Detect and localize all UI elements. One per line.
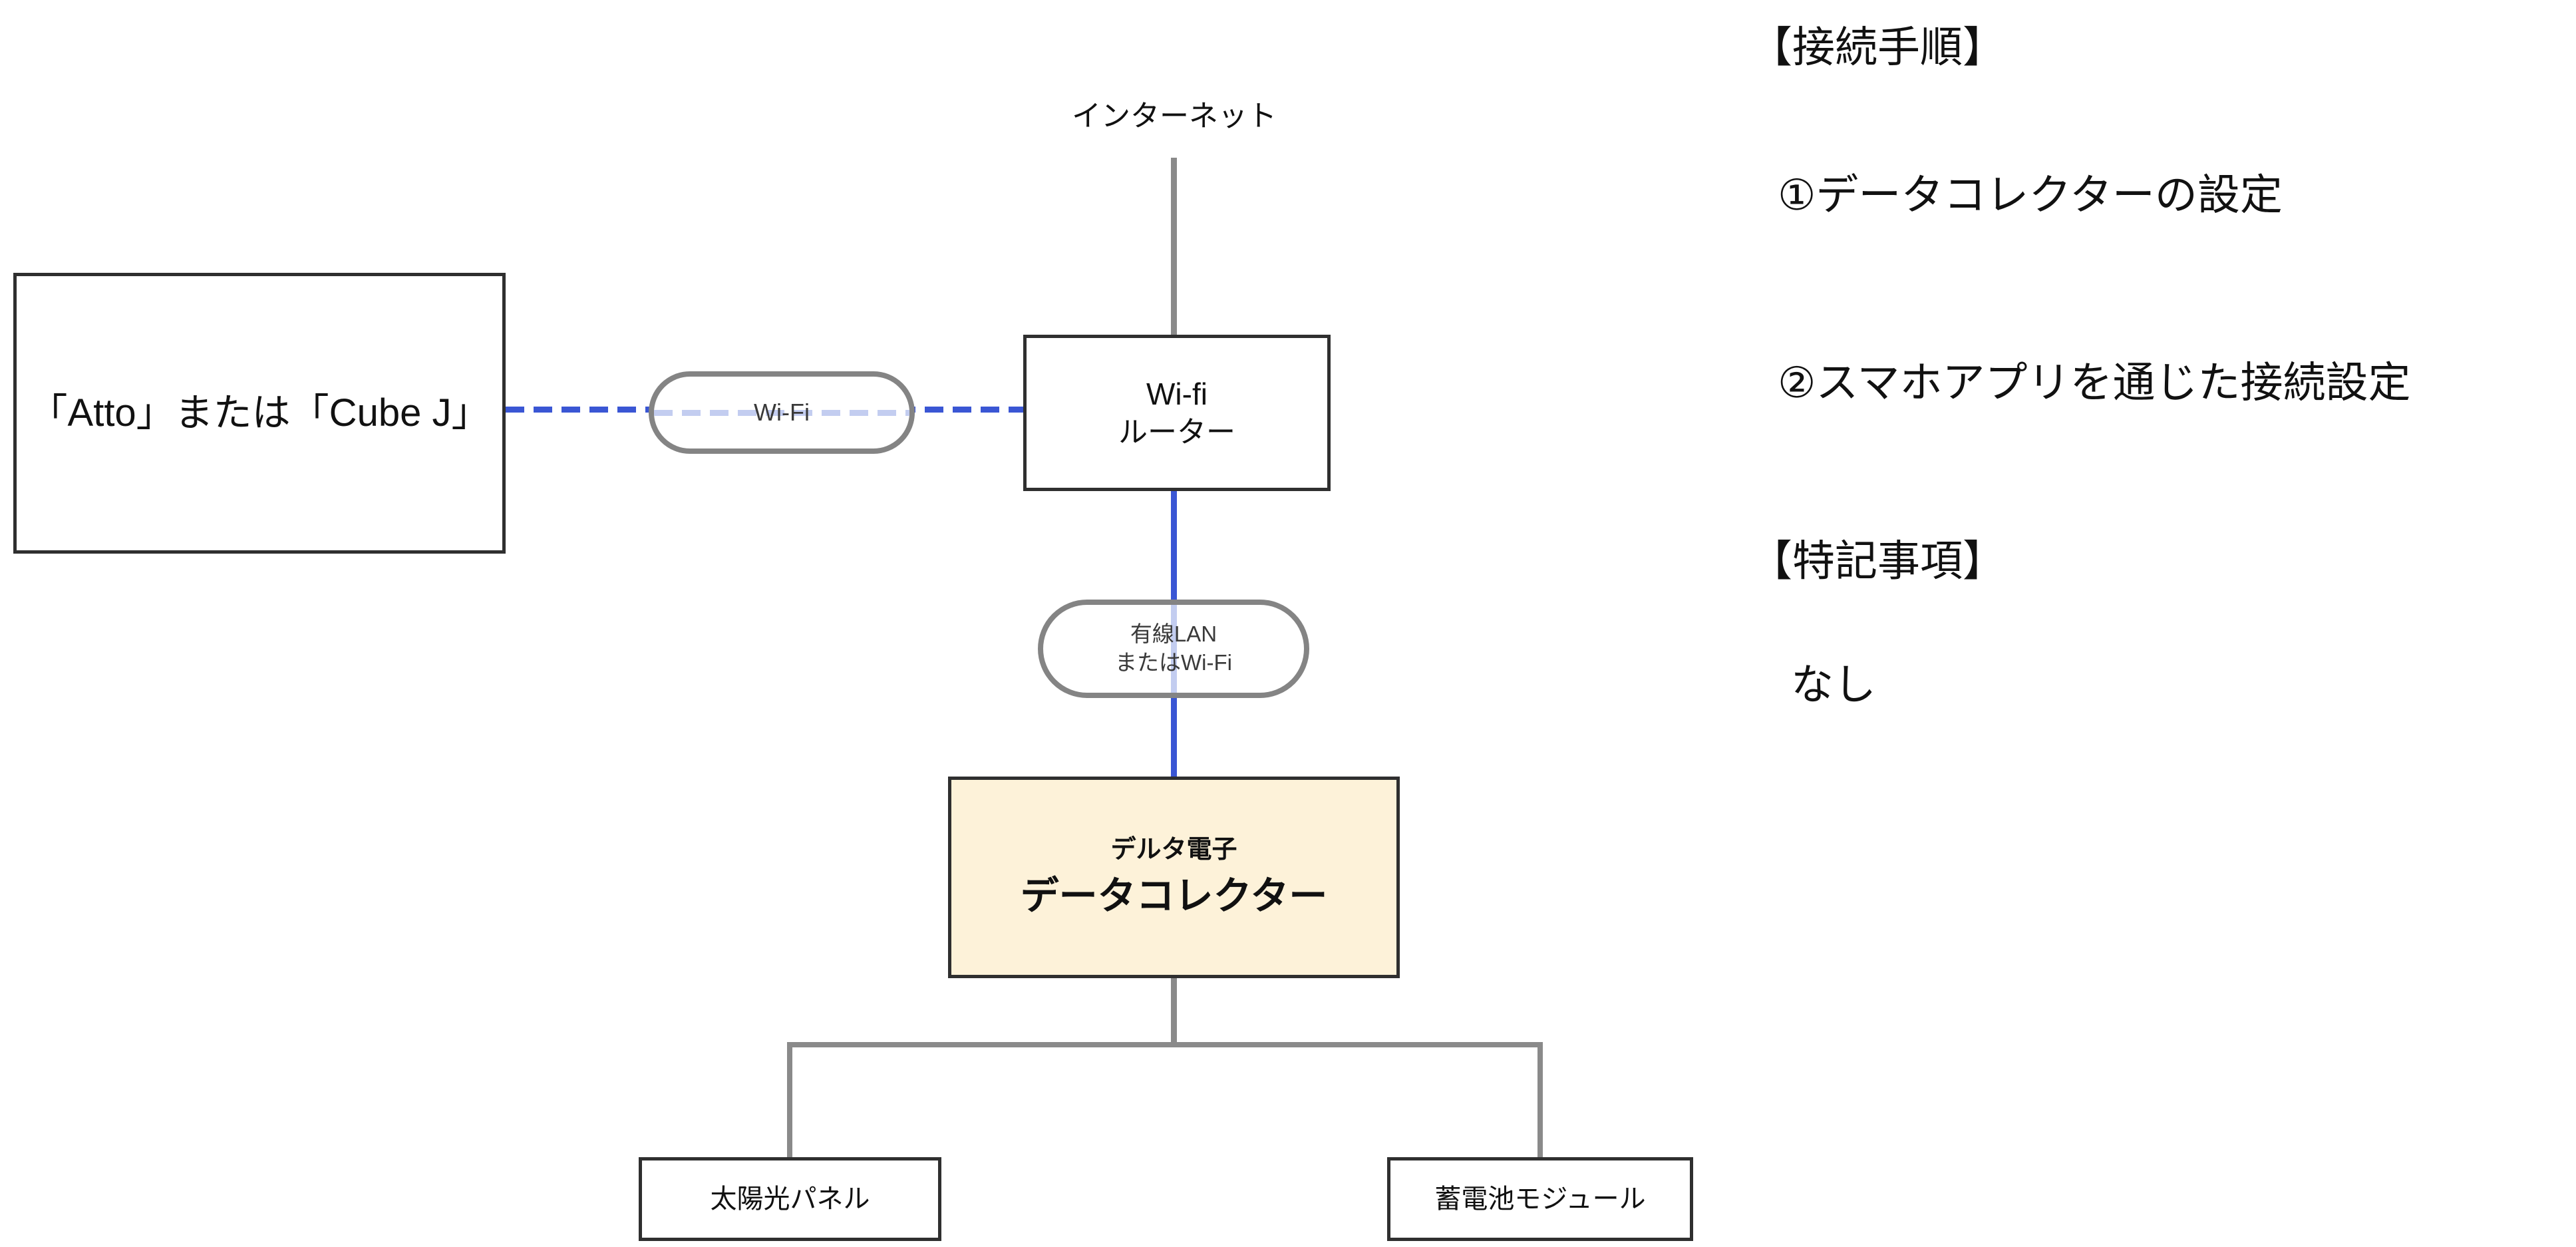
wifi-router-box: Wi-fi ルーター: [1023, 335, 1331, 491]
collector-branch-stem-line: [1171, 978, 1177, 1045]
special-notes-value: なし: [1791, 661, 1876, 709]
data-collector-brand-label: デルタ電子: [1110, 835, 1237, 864]
procedure-step-2: ②スマホアプリを通じた接続設定: [1778, 359, 2411, 407]
branch-horizontal-line: [787, 1042, 1543, 1047]
branch-line-to-solar: [787, 1042, 792, 1157]
wifi-router-label-line1: Wi-fi: [1146, 377, 1208, 412]
lan-link-label-line2: またはWi-Fi: [1115, 650, 1232, 675]
battery-module-box: 蓄電池モジュール: [1387, 1157, 1693, 1241]
lan-link-line-segment: [1170, 605, 1177, 693]
wifi-link-dashed-segment: [654, 409, 909, 416]
router-to-lan-line-upper: [1171, 491, 1177, 600]
router-to-collector-line-lower: [1171, 698, 1177, 777]
internet-label: インターネット: [1072, 100, 1277, 132]
atto-cubej-device-label: 「Atto」または「Cube J」: [29, 391, 490, 435]
procedure-heading: 【接続手順】: [1750, 23, 2005, 71]
wifi-link-label: Wi-Fi: [754, 399, 810, 426]
internet-to-router-line: [1171, 158, 1177, 335]
wifi-link-pill: Wi-Fi: [649, 371, 915, 454]
solar-panel-box: 太陽光パネル: [639, 1157, 941, 1241]
data-collector-box: デルタ電子 データコレクター: [948, 777, 1400, 978]
branch-line-to-battery: [1537, 1042, 1543, 1157]
atto-cubej-device-box: 「Atto」または「Cube J」: [13, 273, 506, 554]
special-notes-heading: 【特記事項】: [1750, 537, 2005, 585]
lan-link-pill: 有線LAN またはWi-Fi: [1038, 600, 1309, 698]
solar-panel-label: 太陽光パネル: [710, 1184, 870, 1214]
lan-link-label-line1: 有線LAN: [1130, 622, 1217, 647]
data-collector-name-label: データコレクター: [1020, 874, 1328, 918]
wifi-router-label-line2: ルーター: [1118, 415, 1235, 448]
battery-module-label: 蓄電池モジュール: [1434, 1184, 1646, 1214]
procedure-step-1: ①データコレクターの設定: [1778, 171, 2283, 219]
